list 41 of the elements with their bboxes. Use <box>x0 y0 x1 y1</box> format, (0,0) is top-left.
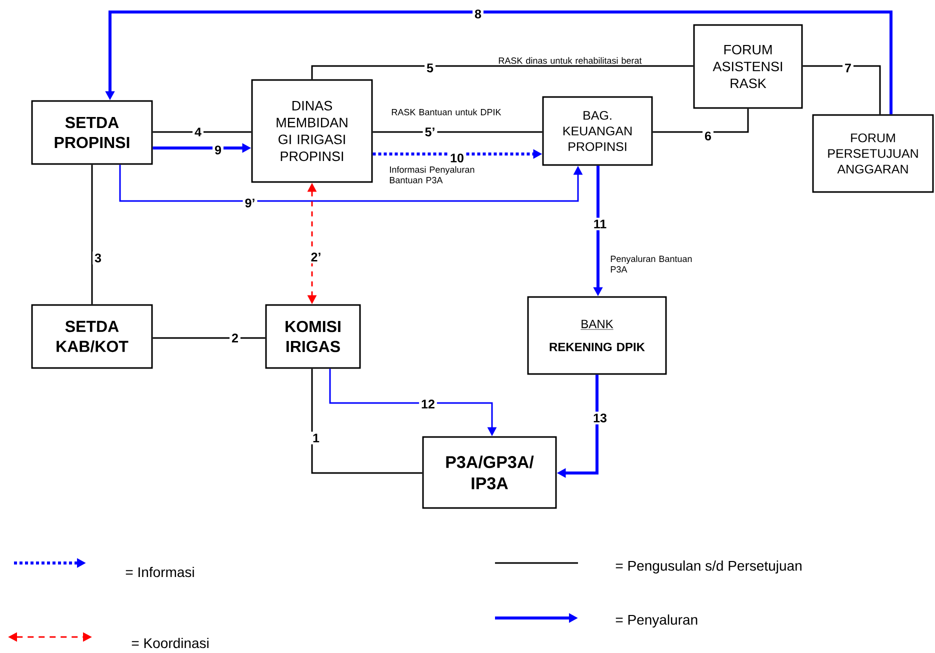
connector-line <box>91 164 93 304</box>
process-box: BANK REKENING DPIK <box>527 296 667 375</box>
annotation-text: Informasi Penyaluran Bantuan P3A <box>390 166 474 184</box>
process-box: SETDA PROPINSI <box>31 100 153 165</box>
annotation-text: RASK Bantuan untuk DPIK <box>392 108 502 116</box>
connector-line <box>372 131 542 133</box>
edge-label: 1 <box>310 432 322 444</box>
connector-line <box>152 337 266 339</box>
edge-label: 3 <box>92 252 104 264</box>
annotation-text: Penyaluran Bantuan P3A <box>610 255 692 273</box>
process-box: DINAS MEMBIDAN GI IRIGASI PROPINSI <box>251 79 373 183</box>
legend-text: = Penyaluran <box>616 614 698 628</box>
edge-label: 7 <box>842 62 854 74</box>
legend-text: = Pengusulan s/d Persetujuan <box>616 560 802 574</box>
process-box: BAG. KEUANGAN PROPINSI <box>542 96 653 166</box>
edge-label: 5 <box>424 62 436 74</box>
connector-line <box>311 368 422 474</box>
edge-label: 5’ <box>422 126 438 138</box>
edge-label: 2’ <box>308 250 324 264</box>
legend-text: = Informasi <box>126 566 194 578</box>
connector-line <box>311 65 694 80</box>
process-box: P3A/GP3A/ IP3A <box>422 436 557 509</box>
edge-label: 10 <box>448 152 466 164</box>
edge-label: 6 <box>702 130 714 142</box>
connector-line <box>152 131 252 133</box>
edge-label: 11 <box>591 218 609 230</box>
edge-label: 4 <box>192 126 204 138</box>
process-box: SETDA KAB/KOT <box>31 304 153 369</box>
edge-label: 9 <box>212 144 224 156</box>
edge-label: 8 <box>472 8 484 20</box>
edge-label: 9’ <box>242 196 258 210</box>
edge-label: 13 <box>591 412 609 424</box>
edge-label: 2 <box>230 332 240 344</box>
process-box: FORUM ASISTENSI RASK <box>693 24 803 109</box>
edge-label: 12 <box>419 398 437 410</box>
connector-line <box>802 65 881 114</box>
annotation-text: RASK dinas untuk rehabilitasi berat <box>498 57 642 64</box>
connector-line <box>652 108 749 133</box>
process-box: KOMISI IRIGAS <box>265 304 361 369</box>
process-box: FORUM PERSETUJUAN ANGGARAN <box>812 114 934 193</box>
legend-text: = Koordinasi <box>132 638 208 648</box>
